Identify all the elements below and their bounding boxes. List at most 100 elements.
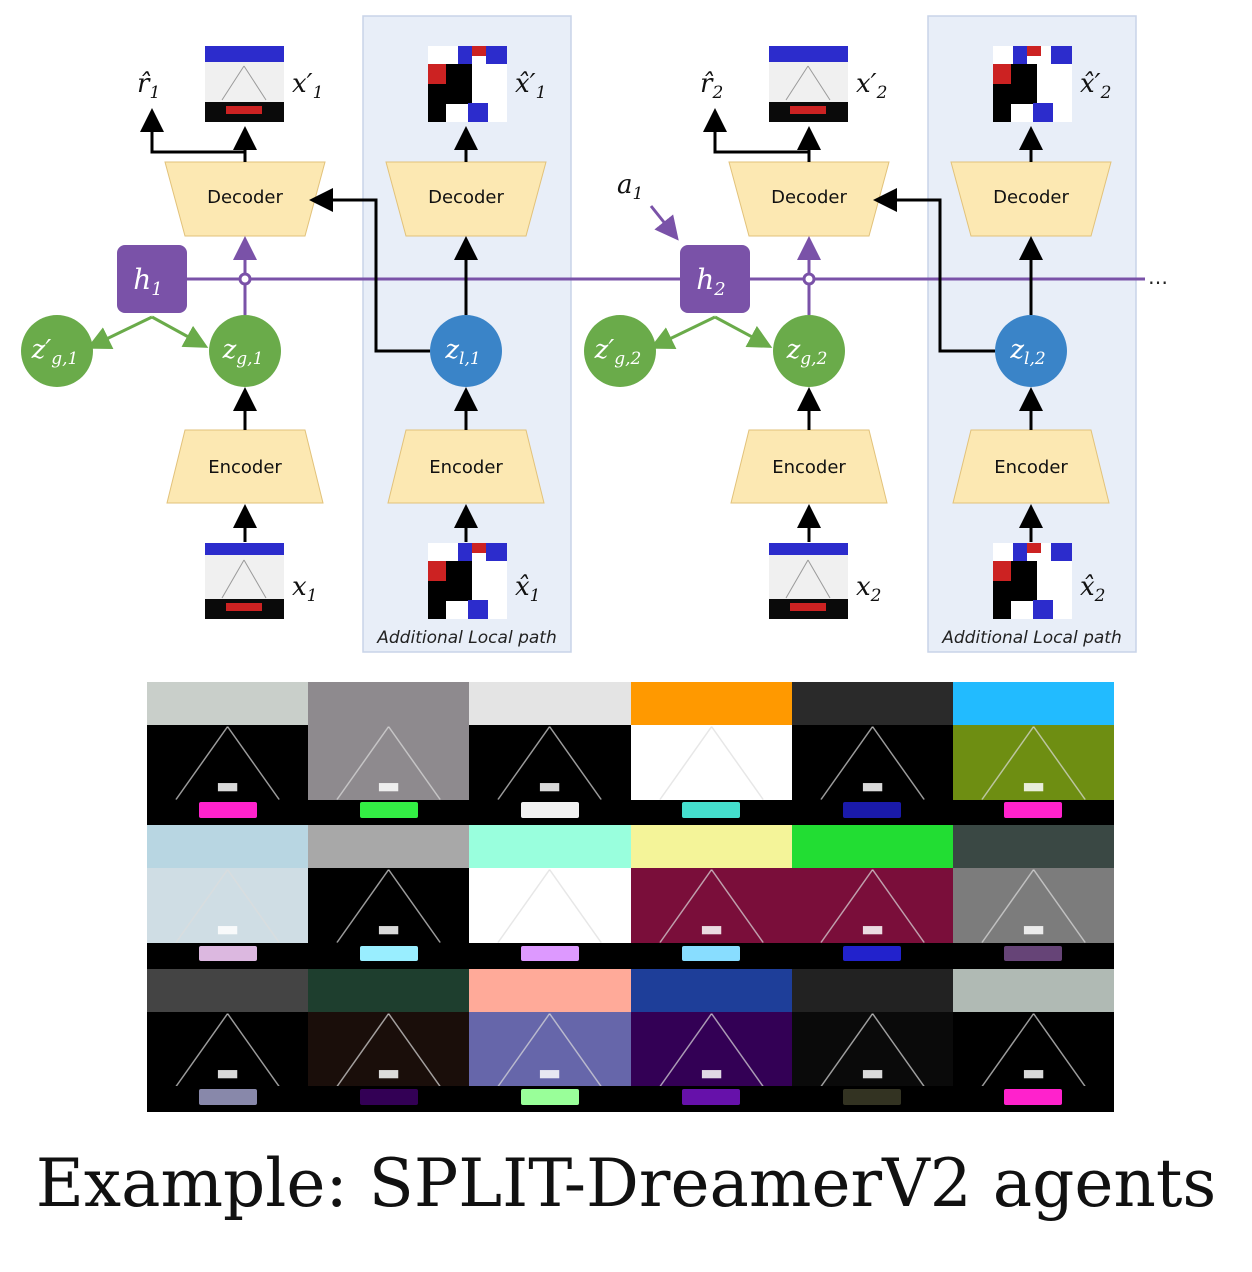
agent-frame-thumbnail — [147, 825, 309, 969]
road-edge-line — [388, 869, 442, 943]
car-sprite — [701, 783, 721, 792]
green-arrow — [151, 315, 209, 348]
frame-sky — [469, 682, 631, 725]
agent-frame-thumbnail — [630, 682, 792, 826]
frame-x2 — [769, 543, 848, 619]
road-edge-line — [388, 1013, 442, 1087]
frame-road-lines — [819, 1013, 925, 1087]
encoder-label: Encoder — [429, 457, 503, 478]
frame-hud-panel — [520, 945, 579, 962]
frame-hud-panel — [843, 802, 902, 819]
z-local-1-label: zl,1 — [444, 335, 480, 369]
agent-frame-thumbnail — [952, 968, 1114, 1112]
agent-frame-thumbnail — [791, 682, 953, 826]
frame-road-lines — [981, 726, 1086, 800]
agent-frame-thumbnail — [308, 825, 470, 969]
car-sprite — [379, 783, 399, 792]
green-arrow — [714, 315, 773, 348]
x2-label: x2 — [856, 572, 882, 606]
agent-frame-thumbnail — [147, 682, 309, 826]
frame-hud-panel — [682, 802, 741, 819]
encoder-global-2 — [730, 429, 888, 504]
z-global-prior-2-label: z′g,2 — [594, 335, 642, 369]
decoder-global-2 — [728, 161, 890, 237]
frame-sky — [469, 825, 631, 869]
action-a1-label: a1 — [617, 170, 643, 204]
frame-sky — [308, 682, 470, 725]
junction-dot — [238, 272, 252, 286]
reward-2-label: r̂2 — [700, 69, 723, 103]
frame-road-lines — [497, 869, 603, 943]
decoder-global-1 — [164, 161, 326, 237]
frame-sky — [308, 968, 470, 1012]
encoder-global-1 — [166, 429, 324, 504]
agent-frame-thumbnail — [952, 825, 1114, 969]
frame-hud-panel — [198, 1089, 257, 1105]
x1-prime-label: x′1 — [292, 69, 323, 103]
frame-sky — [630, 968, 792, 1012]
frame-x1-hat-prime — [428, 46, 507, 122]
caption: Example: SPLIT-DreamerV2 agents — [35, 1145, 1217, 1222]
frame-sky — [147, 825, 309, 869]
road-edge-line — [226, 726, 280, 800]
frame-x1-hat — [428, 543, 507, 619]
z-global-2 — [773, 315, 845, 387]
frame-hud-panel — [843, 1089, 902, 1105]
frame-road-lines — [658, 869, 764, 943]
agent-frame-thumbnail — [308, 968, 470, 1112]
frame-hud-panel — [1004, 1089, 1063, 1105]
car-sprite — [540, 1069, 560, 1078]
agent-frame-thumbnail — [308, 682, 470, 826]
frame-hud-panel — [520, 802, 579, 819]
green-arrow — [86, 315, 153, 349]
decoder-label: Decoder — [428, 187, 504, 208]
road-edge-line — [871, 869, 925, 943]
road-edge-line — [871, 1013, 925, 1087]
h2-label: h2 — [696, 263, 726, 300]
agent-frame-thumbnail — [469, 682, 631, 826]
frame-hud-panel — [682, 1089, 741, 1105]
z-global-1 — [209, 315, 281, 387]
frame-sky — [952, 682, 1114, 725]
x2-hat-label: x̂2 — [1080, 572, 1106, 606]
road-edge-line — [175, 869, 229, 943]
z-local-1 — [430, 315, 502, 387]
frame-sky — [147, 968, 309, 1012]
agent-frame-thumbnail — [791, 968, 953, 1112]
purple-arrow — [649, 205, 679, 241]
frame-road-lines — [658, 1013, 764, 1087]
frame-hud-panel — [198, 802, 257, 819]
frame-hud-panel — [1004, 945, 1063, 962]
car-sprite — [379, 1069, 399, 1078]
frame-road-lines — [175, 1013, 280, 1087]
frame-road-lines — [819, 869, 925, 943]
agent-frame-thumbnail — [630, 825, 792, 969]
car-sprite — [540, 783, 560, 792]
arrow — [703, 108, 809, 154]
car-sprite — [862, 783, 882, 792]
frame-hud-panel — [198, 945, 257, 962]
road-edge-line — [819, 1013, 873, 1087]
x1-hat-prime-label: x̂′1 — [515, 69, 546, 103]
road-edge-line — [710, 869, 764, 943]
frame-sky — [630, 682, 792, 725]
encoder-label: Encoder — [208, 457, 282, 478]
frame-hud-panel — [682, 945, 741, 962]
road-edge-line — [981, 869, 1035, 943]
arrow — [873, 188, 995, 353]
frame-road-lines — [336, 726, 442, 800]
decoder-label: Decoder — [993, 187, 1069, 208]
road-edge-line — [819, 869, 873, 943]
frame-sky — [308, 825, 470, 869]
arrow — [140, 108, 245, 154]
car-sprite — [1023, 783, 1044, 792]
road-edge-line — [1032, 1013, 1086, 1087]
hidden-state-h1 — [117, 245, 187, 313]
frame-sky — [469, 968, 631, 1012]
x2-hat-prime-label: x̂′2 — [1080, 69, 1111, 103]
road-edge-line — [549, 726, 603, 800]
agent-frame-thumbnail — [147, 968, 309, 1112]
agent-frame-thumbnail — [469, 968, 631, 1112]
road-edge-line — [226, 1013, 280, 1087]
car-sprite — [379, 926, 399, 935]
